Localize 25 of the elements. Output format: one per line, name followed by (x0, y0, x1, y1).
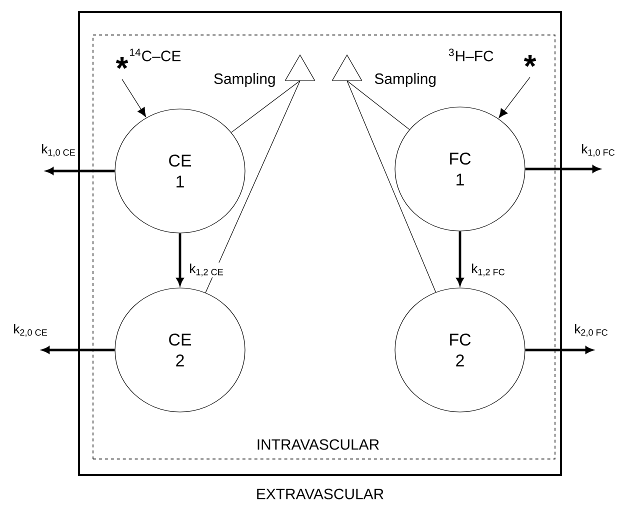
rate-label: k$_{2,0 FC}$ (573, 323, 610, 338)
arrow (42, 346, 115, 354)
sampling-line (346, 80, 410, 130)
sampling-line (346, 80, 436, 292)
rate-label: k$_{2,0 CE}$ (12, 323, 49, 338)
arrow (498, 76, 530, 118)
tracer-label: $^{3}$H–FC (448, 48, 494, 62)
arrow (46, 167, 115, 175)
sampling-label: Sampling (374, 73, 436, 87)
rate-label: k$_{1,2 CE}$ (188, 262, 225, 278)
rate-label: k$_{1,0 CE}$ (40, 143, 77, 158)
arrow (122, 78, 146, 118)
sampling-label: Sampling (214, 73, 275, 87)
rate-label: k$_{1,0 FC}$ (580, 143, 616, 158)
sampling-line (231, 80, 300, 133)
arrow (456, 231, 464, 286)
rate-label: k$_{1,2 FC}$ (470, 262, 506, 278)
arrow (176, 233, 184, 286)
node-label: EXTRAVASCULAR (257, 488, 384, 500)
arrow (525, 165, 600, 173)
asterisk: * (116, 57, 128, 69)
sampling-line (205, 80, 300, 293)
tracer-label: $^{14}$C–CE (130, 48, 181, 62)
arrow (525, 346, 593, 354)
asterisk: * (524, 55, 536, 67)
